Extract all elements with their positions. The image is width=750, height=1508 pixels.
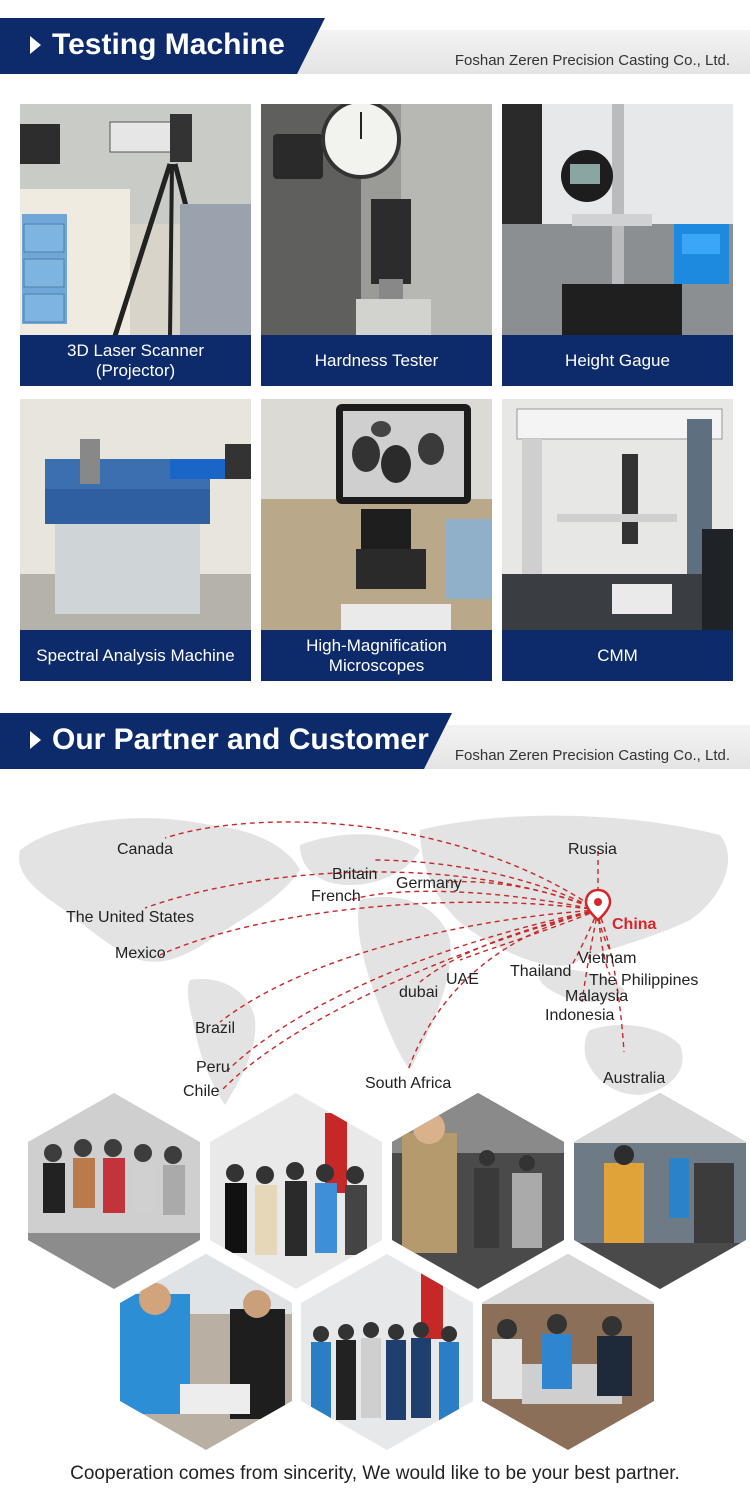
label-brazil: Brazil	[195, 1020, 236, 1037]
label-south-africa: South Africa	[365, 1075, 452, 1092]
partner-photo-1	[28, 1093, 200, 1289]
company-name: Foshan Zeren Precision Casting Co., Ltd.	[454, 747, 730, 764]
partner-photo-6	[301, 1254, 473, 1450]
route-lines	[144, 821, 625, 1091]
cmm-photo	[502, 399, 733, 631]
label-malaysia: Malaysia	[565, 988, 629, 1005]
label-mexico: Mexico	[115, 945, 166, 962]
label-united-states: The United States	[66, 909, 195, 926]
footer-slogan: Cooperation comes from sincerity, We wou…	[70, 1463, 680, 1484]
label-thailand: Thailand	[510, 963, 572, 980]
label-canada: Canada	[117, 841, 174, 858]
section-banner-partners: Our Partner and Customer Foshan Zeren Pr…	[0, 713, 750, 769]
hardness-tester-photo	[261, 104, 492, 336]
label-philippines: The Philippines	[589, 972, 699, 989]
label-indonesia: Indonesia	[545, 1007, 615, 1024]
machine-label: Hardness Tester	[261, 335, 492, 386]
section-title: Testing Machine	[52, 28, 285, 61]
china-pin-icon	[584, 888, 612, 922]
world-map-background	[19, 815, 729, 1105]
banner-title-block: Our Partner and Customer	[0, 713, 452, 769]
company-name: Foshan Zeren Precision Casting Co., Ltd.	[454, 52, 730, 69]
label-russia: Russia	[568, 841, 617, 858]
laser-scanner-photo	[20, 104, 251, 336]
chevron-right-icon	[30, 731, 41, 749]
machine-card-spectral-analysis: Spectral Analysis Machine	[20, 399, 251, 681]
machine-card-height-gauge: Height Gague	[502, 104, 733, 386]
machine-card-cmm: CMM	[502, 399, 733, 681]
partner-photo-7	[482, 1254, 654, 1450]
partner-photo-4	[574, 1093, 746, 1289]
partner-photo-2	[210, 1093, 382, 1289]
label-britain: Britain	[332, 866, 378, 883]
machine-label: 3D Laser Scanner (Projector)	[20, 335, 251, 386]
machine-label: Height Gague	[502, 335, 733, 386]
machine-card-hardness-tester: Hardness Tester	[261, 104, 492, 386]
chevron-right-icon	[30, 36, 41, 54]
label-china: China	[612, 916, 657, 933]
partner-photo-3	[392, 1093, 564, 1289]
microscope-photo	[261, 399, 492, 631]
label-vietnam: Vietnam	[578, 950, 637, 967]
machine-card-microscope: High-Magnification Microscopes	[261, 399, 492, 681]
label-germany: Germany	[396, 875, 462, 892]
section-banner-testing: Testing Machine Foshan Zeren Precision C…	[0, 18, 750, 74]
machine-label: Spectral Analysis Machine	[20, 630, 251, 681]
label-dubai: dubai	[399, 984, 439, 1001]
world-map: Canada Russia Britain Germany French Chi…	[0, 790, 750, 1120]
machine-card-laser-scanner: 3D Laser Scanner (Projector)	[20, 104, 251, 386]
label-peru: Peru	[196, 1059, 230, 1076]
machine-label: CMM	[502, 630, 733, 681]
section-title: Our Partner and Customer	[52, 723, 429, 756]
spectral-analysis-photo	[20, 399, 251, 631]
partner-photo-5	[120, 1254, 292, 1450]
label-french: French	[311, 888, 361, 905]
label-australia: Australia	[603, 1070, 666, 1087]
label-uae: UAE	[446, 971, 479, 988]
label-chile: Chile	[183, 1083, 220, 1100]
banner-title-block: Testing Machine	[0, 18, 325, 74]
height-gauge-photo	[502, 104, 733, 336]
machine-label: High-Magnification Microscopes	[261, 630, 492, 681]
